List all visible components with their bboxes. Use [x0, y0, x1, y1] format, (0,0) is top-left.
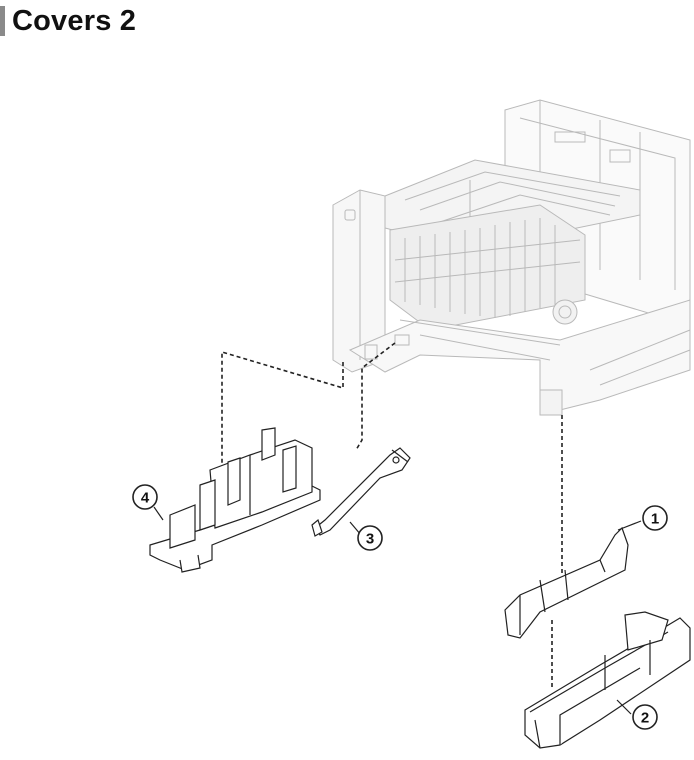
assembly-guide-lines [221, 342, 563, 690]
callout-1-label: 1 [651, 511, 659, 528]
page-title: Covers 2 [12, 4, 137, 37]
callout-2: 2 [632, 704, 658, 730]
part-cover-rail [504, 526, 629, 639]
callout-leaders [153, 506, 642, 715]
callout-4: 4 [132, 484, 158, 510]
callout-3-label: 3 [366, 531, 374, 548]
callout-2-label: 2 [641, 710, 649, 727]
callout-3: 3 [357, 525, 383, 551]
printer-assembly [332, 99, 691, 416]
callout-4-label: 4 [141, 490, 150, 507]
part-base-tray-cover [524, 611, 691, 749]
title-accent-bar [0, 6, 5, 36]
part-link-arm [311, 447, 411, 537]
part-side-frame-cover [149, 427, 321, 573]
page-title-bar: Covers 2 [0, 4, 136, 38]
callout-1: 1 [642, 505, 668, 531]
